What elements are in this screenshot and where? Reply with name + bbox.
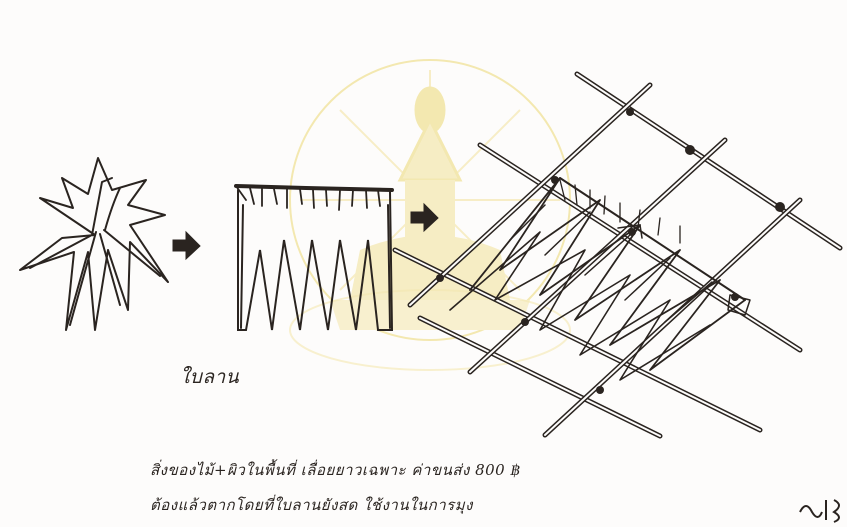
arrow-icon — [173, 232, 200, 259]
leaf-label: ใบลาน — [180, 362, 239, 392]
fan-palm-leaf-sketch — [20, 158, 168, 330]
signature-mark — [800, 500, 839, 522]
caption-line-2: ต้องแล้วตากโดยที่ใบลานยังสด ใช้งานในการม… — [150, 493, 473, 517]
bamboo-roof-frame-sketch — [395, 74, 840, 436]
caption-line-1: สิ่งของไม้+ผิวในพื้นที่ เลื่อยยาวเฉพาะ ค… — [150, 458, 521, 482]
